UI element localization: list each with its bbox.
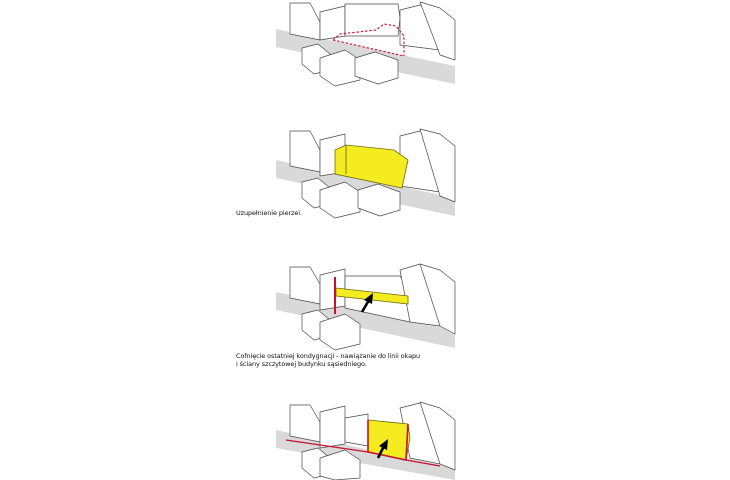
building (419, 128, 456, 203)
building (344, 413, 369, 447)
gap-baseline-dashed (332, 39, 405, 57)
building (319, 181, 361, 219)
building (319, 405, 346, 449)
building (419, 263, 456, 335)
building (319, 49, 361, 87)
caption-infill: Uzupełnienie pierzei. (236, 209, 302, 217)
red-footprint-line (285, 439, 369, 453)
arrow-up-right-icon (376, 439, 388, 459)
building (319, 449, 361, 480)
building (419, 401, 456, 471)
building (319, 313, 361, 351)
red-footprint-line (405, 459, 441, 467)
caption-setback-line-1: Cofnięcie ostatniej kondygnacji - nawiąz… (236, 352, 421, 360)
building (419, 1, 456, 61)
outline-red (367, 420, 409, 461)
building (354, 51, 399, 85)
building (357, 183, 401, 217)
caption-setback-line-2: i ściany szczytowej budynku sąsiedniego. (236, 360, 367, 368)
building (344, 3, 401, 37)
gap-outline-dashed (332, 23, 405, 56)
building (289, 404, 321, 443)
arrow-up-right-icon (360, 293, 373, 313)
